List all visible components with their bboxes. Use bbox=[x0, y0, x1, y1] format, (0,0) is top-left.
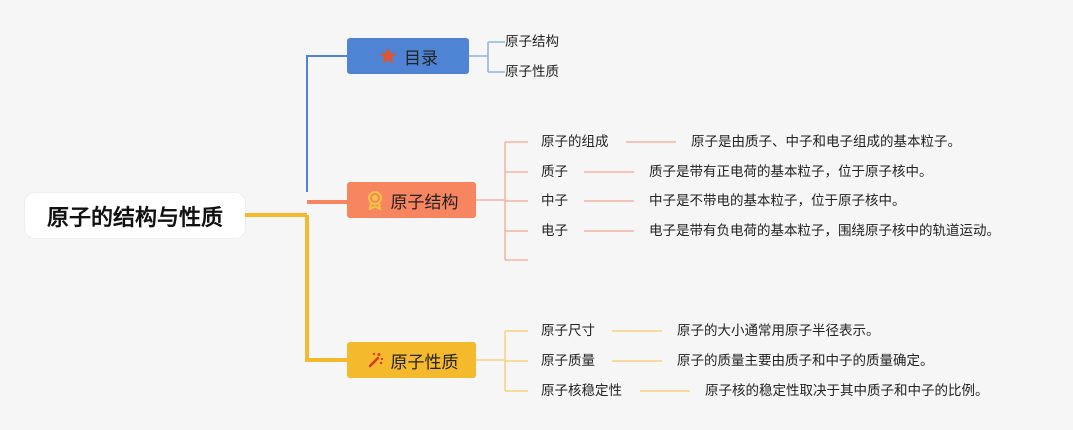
branch-toc[interactable]: 目录 bbox=[347, 38, 469, 74]
connector-toc bbox=[306, 55, 347, 192]
star-icon bbox=[378, 46, 398, 66]
wand-icon bbox=[365, 350, 385, 370]
structure-item-proton[interactable]: 质子 bbox=[541, 164, 568, 180]
toc-item-structure[interactable]: 原子结构 bbox=[505, 34, 559, 50]
branch-structure-label: 原子结构 bbox=[390, 192, 459, 213]
connector-property-details bbox=[612, 330, 690, 392]
structure-item-composition[interactable]: 原子的组成 bbox=[541, 134, 609, 150]
root-label: 原子的结构与性质 bbox=[46, 205, 223, 231]
branch-properties[interactable]: 原子性质 bbox=[347, 342, 476, 378]
property-detail-mass: 原子的质量主要由质子和中子的质量确定。 bbox=[677, 353, 934, 369]
structure-detail-electron: 电子是带有负电荷的基本粒子，围绕原子核中的轨道运动。 bbox=[649, 223, 1000, 239]
connector-structure-leaves bbox=[476, 141, 528, 261]
structure-detail-neutron: 中子是不带电的基本粒子，位于原子核中。 bbox=[649, 193, 906, 209]
connector-properties bbox=[305, 215, 347, 362]
structure-detail-composition: 原子是由质子、中子和电子组成的基本粒子。 bbox=[691, 134, 961, 150]
structure-detail-proton: 质子是带有正电荷的基本粒子，位于原子核中。 bbox=[649, 164, 933, 180]
branch-structure[interactable]: 原子结构 bbox=[347, 182, 476, 218]
branch-toc-label: 目录 bbox=[404, 48, 438, 69]
award-icon bbox=[365, 190, 385, 210]
branch-properties-label: 原子性质 bbox=[390, 352, 459, 373]
property-item-size[interactable]: 原子尺寸 bbox=[541, 323, 595, 339]
structure-item-electron[interactable]: 电子 bbox=[541, 223, 568, 239]
connector-toc-leaves bbox=[469, 41, 505, 73]
structure-item-neutron[interactable]: 中子 bbox=[541, 193, 568, 209]
property-detail-size: 原子的大小通常用原子半径表示。 bbox=[677, 323, 880, 339]
property-item-mass[interactable]: 原子质量 bbox=[541, 353, 595, 369]
root-node[interactable]: 原子的结构与性质 bbox=[25, 193, 245, 238]
toc-item-properties[interactable]: 原子性质 bbox=[505, 64, 559, 80]
connector-property-leaves bbox=[476, 330, 528, 392]
property-item-stability[interactable]: 原子核稳定性 bbox=[541, 383, 622, 399]
connector-structure-details bbox=[584, 141, 676, 232]
property-detail-stability: 原子核的稳定性取决于其中质子和中子的比例。 bbox=[705, 383, 989, 399]
